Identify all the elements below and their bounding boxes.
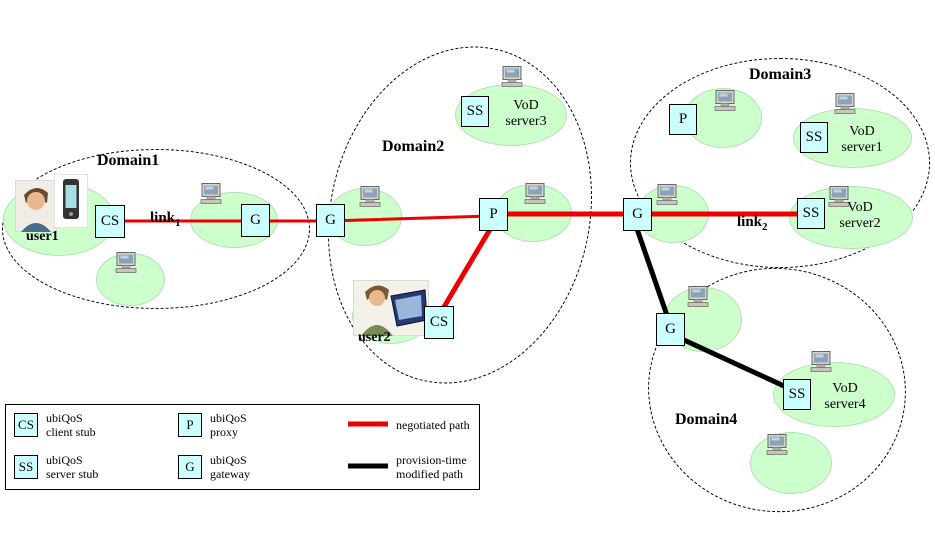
node-label: SS [805, 129, 823, 145]
user1-phone-icon [53, 173, 89, 233]
node-gateway-domain2: G [316, 204, 345, 237]
vod-server2-label: VoD server2 [839, 200, 881, 231]
computer-icon [713, 90, 737, 112]
legend-cs-label: CS [18, 417, 34, 432]
node-gateway-domain4: G [656, 313, 685, 346]
node-proxy-domain3: P [669, 104, 697, 135]
node-label: SS [802, 205, 820, 221]
computer-icon [523, 183, 547, 205]
node-ss-vod-server4: SS [783, 379, 811, 410]
node-label: CS [100, 213, 120, 229]
legend-modified-sample [348, 463, 388, 469]
node-ss-vod-server2: SS [797, 198, 825, 229]
legend-g-box: G [178, 455, 202, 479]
legend-p-label: P [186, 417, 194, 432]
node-label: P [489, 206, 498, 222]
computer-icon [686, 286, 710, 308]
legend-g-label: G [185, 459, 195, 474]
node-gateway-domain3: G [623, 198, 652, 231]
domain3-ellipse [630, 58, 930, 268]
domain1-ellipse [2, 149, 310, 309]
node-ss-vod-server1: SS [800, 122, 828, 153]
legend-ss-desc: ubiQoS server stub [46, 453, 99, 482]
user1-photo-icon [14, 179, 58, 237]
computer-icon [199, 183, 223, 205]
node-label: G [665, 321, 676, 337]
legend-p-desc: ubiQoS proxy [210, 411, 247, 440]
node-gateway-domain1: G [241, 204, 270, 237]
computer-icon [765, 434, 789, 456]
link2-subscript: 2 [762, 221, 768, 233]
link2-label: link2 [737, 214, 768, 233]
node-ss-vod-server3: SS [461, 96, 489, 127]
user2-label: user2 [358, 330, 391, 345]
node-label: P [678, 111, 688, 127]
node-cs-user2: CS [424, 306, 454, 339]
computer-icon [500, 66, 524, 88]
legend-negotiated-desc: negotiated path [396, 418, 470, 432]
link2-text: link [737, 214, 763, 230]
node-cs-user1: CS [95, 205, 125, 238]
node-label: SS [466, 103, 484, 119]
legend-negotiated-sample [348, 421, 388, 427]
vod-server1-label: VoD server1 [841, 124, 883, 155]
domain4-label: Domain4 [675, 411, 738, 428]
node-label: SS [788, 386, 806, 402]
legend-ss-label: SS [18, 459, 34, 474]
modified-path-g3-g4 [633, 225, 673, 325]
vod-server3-label: VoD server3 [505, 98, 547, 129]
legend-g-desc: ubiQoS gateway [210, 453, 250, 482]
legend-ss-box: SS [14, 455, 38, 479]
computer-icon [114, 252, 138, 274]
legend: CS ubiQoS client stub SS ubiQoS server s… [5, 404, 480, 490]
domain2-label: Domain2 [382, 138, 445, 155]
domain4-lower-cloud [750, 432, 832, 494]
link1-text: link [150, 210, 176, 226]
domain3-label: Domain3 [749, 66, 812, 83]
modified-path-g4-ssv4 [669, 331, 799, 395]
legend-cs-box: CS [14, 413, 38, 437]
computer-icon [809, 351, 833, 373]
node-label: G [632, 206, 643, 222]
domain3-proxy-cloud [684, 88, 762, 148]
node-label: G [250, 212, 261, 228]
computer-icon [827, 186, 851, 208]
legend-p-box: P [178, 413, 202, 437]
node-label: CS [429, 314, 449, 330]
node-label: G [325, 212, 336, 228]
computer-icon [655, 184, 679, 206]
vod-server4-label: VoD server4 [824, 381, 866, 412]
legend-cs-desc: ubiQoS client stub [46, 411, 96, 440]
legend-modified-desc: provision-time modified path [396, 453, 467, 482]
node-proxy-domain2: P [479, 198, 508, 231]
computer-icon [833, 93, 857, 115]
link1-label: link1 [150, 210, 181, 229]
computer-icon [358, 186, 382, 208]
negotiated-path-p-cs2 [438, 224, 495, 314]
link1-subscript: 1 [175, 217, 181, 229]
user1-label: user1 [26, 229, 59, 244]
user2-photo-icon [352, 279, 430, 341]
domain1-label: Domain1 [97, 152, 160, 169]
